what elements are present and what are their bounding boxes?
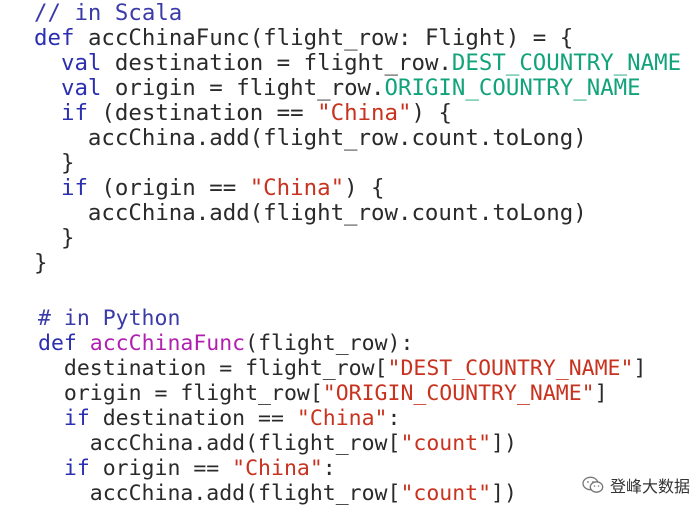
scala-line-val-origin: val origin = flight_row.ORIGIN_COUNTRY_N… (60, 75, 641, 101)
scala-line-if-origin: if (origin == "China") { (60, 175, 385, 201)
python-line-destination: destination = flight_row["DEST_COUNTRY_N… (38, 356, 647, 381)
python-comment: # in Python (38, 306, 181, 331)
scala-line-close-1: } (34, 150, 75, 176)
wechat-icon (582, 476, 604, 493)
scala-line-close-func: } (34, 250, 48, 276)
python-line-origin: origin = flight_row["ORIGIN_COUNTRY_NAME… (38, 381, 608, 406)
scala-line-add-1: accChina.add(flight_row.count.toLong) (34, 125, 587, 151)
scala-comment: // in Scala (34, 0, 183, 26)
python-line-if-origin: if origin == "China": (63, 456, 336, 481)
watermark: 登峰大数据 (582, 473, 690, 497)
scala-line-close-2: } (34, 225, 75, 251)
python-line-def: def accChinaFunc(flight_row): (38, 331, 414, 356)
python-line-add-1: accChina.add(flight_row["count"]) (38, 431, 517, 456)
scala-line-def: def accChinaFunc(flight_row: Flight) = { (34, 25, 574, 51)
python-line-if-destination: if destination == "China": (63, 406, 401, 431)
scala-line-val-destination: val destination = flight_row.DEST_COUNTR… (60, 50, 682, 76)
watermark-text: 登峰大数据 (609, 477, 690, 496)
scala-line-if-destination: if (destination == "China") { (60, 100, 452, 126)
scala-line-add-2: accChina.add(flight_row.count.toLong) (34, 200, 587, 226)
python-line-add-2: accChina.add(flight_row["count"]) (38, 481, 517, 506)
